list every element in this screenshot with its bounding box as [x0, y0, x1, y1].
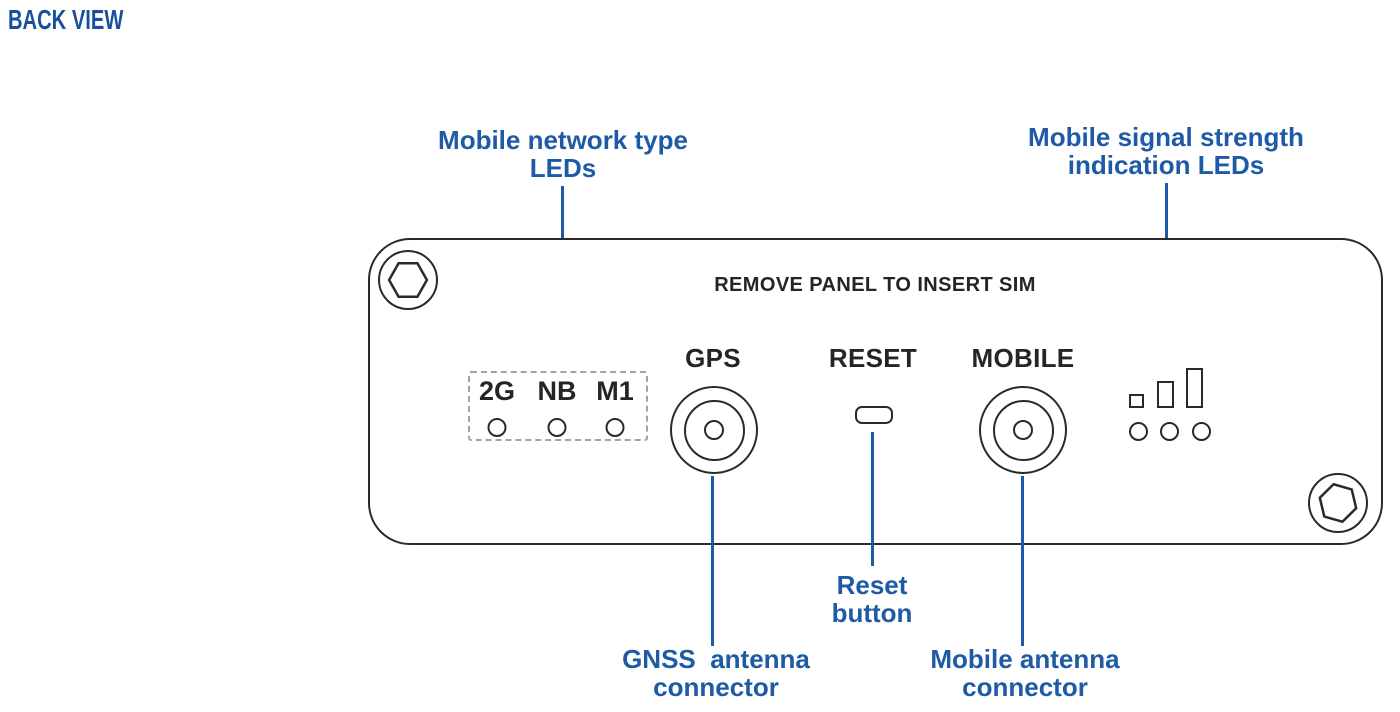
led-2g-label: 2G [478, 376, 516, 406]
sim-notice-text: REMOVE PANEL TO INSERT SIM [714, 274, 1036, 296]
callout-line-mobile [1021, 476, 1024, 646]
signal-bar-small-icon [1129, 394, 1144, 408]
callout-line-reset [871, 432, 874, 566]
led-indicator-icon [605, 418, 625, 437]
mobile-port-label: MOBILE [971, 343, 1075, 373]
mobile-antenna-connector [979, 386, 1067, 474]
led-m1-label: M1 [596, 376, 634, 406]
hex-screw-icon-top-left [378, 250, 438, 310]
network-type-led-group-outline [468, 371, 648, 441]
connector-ring [683, 399, 745, 461]
gps-port-label: GPS [685, 343, 741, 373]
page-title: BACK VIEW [8, 4, 124, 35]
led-indicator-icon [487, 418, 507, 437]
callout-mobile-connector: Mobile antenna connector [930, 644, 1120, 702]
led-indicator-icon [1192, 422, 1211, 441]
led-nb-label: NB [537, 376, 577, 406]
hexagon-icon [387, 261, 429, 299]
led-nb: NB [527, 378, 587, 440]
signal-bar-large-icon [1186, 368, 1203, 408]
reset-button[interactable] [855, 406, 893, 424]
connector-ring [992, 399, 1054, 461]
signal-bar-medium-icon [1157, 381, 1174, 408]
connector-pin [1013, 420, 1033, 440]
led-2g: 2G [467, 378, 527, 440]
led-indicator-icon [1160, 422, 1179, 441]
callout-reset-button: Reset button [831, 570, 913, 628]
hex-screw-icon-bottom-right [1308, 473, 1368, 533]
callout-network-type-leds: Mobile network type LEDs [438, 125, 688, 183]
connector-pin [704, 420, 724, 440]
callout-gnss-connector: GNSS antenna connector [622, 644, 810, 702]
reset-port-label: RESET [828, 343, 918, 373]
gnss-antenna-connector [670, 386, 758, 474]
led-indicator-icon [1129, 422, 1148, 441]
callout-signal-strength-leds: Mobile signal strength indication LEDs [1028, 122, 1304, 180]
led-m1: M1 [585, 378, 645, 440]
led-indicator-icon [547, 418, 567, 437]
callout-line-gnss [711, 476, 714, 646]
device-back-panel [368, 238, 1383, 545]
hexagon-icon [1318, 482, 1358, 524]
